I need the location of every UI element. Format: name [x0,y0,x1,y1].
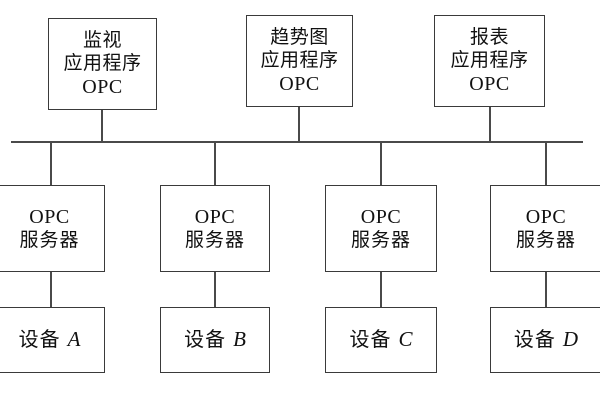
connector-app3-to-bus [489,107,491,143]
opc-server-box-3-line2: 服务器 [350,230,411,252]
device-box-c: 设备 C [325,307,437,373]
connector-app2-to-bus [298,107,300,143]
device-box-c-letter: C [398,327,413,352]
application-box-1: 监视 应用程序 OPC [48,18,157,110]
device-box-d-letter: D [562,327,579,352]
device-box-a-letter: A [67,327,81,352]
device-box-b: 设备 B [160,307,270,373]
device-box-d-label: 设备 [513,328,556,351]
application-box-2-line1: 趋势图 [270,26,329,48]
opc-server-box-1-line1: OPC [29,205,70,228]
application-box-2-line3: OPC [279,72,320,95]
opc-server-box-2-line1: OPC [194,205,236,228]
device-box-b-label: 设备 [184,328,227,351]
opc-server-box-4: OPC 服务器 [490,185,600,272]
opc-server-box-3: OPC 服务器 [325,185,437,272]
horizontal-bus-line [11,141,583,144]
connector-app1-to-bus [101,110,103,143]
connector-server3-to-device-c [380,272,382,308]
connector-bus-to-server4 [545,141,547,186]
connector-server4-to-device-d [545,272,547,308]
opc-server-box-4-line1: OPC [525,205,567,228]
application-box-3-line2: 应用程序 [450,49,529,71]
connector-bus-to-server1 [50,141,52,186]
application-box-1-line2: 应用程序 [63,52,142,74]
device-box-a: 设备 A [0,307,105,373]
opc-server-box-3-line1: OPC [360,205,402,228]
connector-server2-to-device-b [214,272,216,308]
connector-bus-to-server3 [380,141,382,186]
application-box-2-line2: 应用程序 [260,49,339,71]
application-box-2: 趋势图 应用程序 OPC [246,15,353,107]
device-box-c-label: 设备 [349,328,392,351]
device-box-a-label: 设备 [18,328,61,351]
opc-server-box-2: OPC 服务器 [160,185,270,272]
opc-server-box-4-line2: 服务器 [515,230,576,252]
device-box-b-letter: B [233,327,246,352]
device-box-d: 设备 D [490,307,600,373]
opc-server-box-2-line2: 服务器 [184,230,245,252]
opc-server-box-1: OPC 服务器 [0,185,105,272]
connector-server1-to-device-a [50,272,52,308]
application-box-3-line3: OPC [469,72,510,95]
application-box-1-line1: 监视 [82,29,122,51]
application-box-1-line3: OPC [82,75,123,98]
connector-bus-to-server2 [214,141,216,186]
opc-server-box-1-line2: 服务器 [19,230,80,252]
application-box-3-line1: 报表 [469,26,509,48]
application-box-3: 报表 应用程序 OPC [434,15,545,107]
